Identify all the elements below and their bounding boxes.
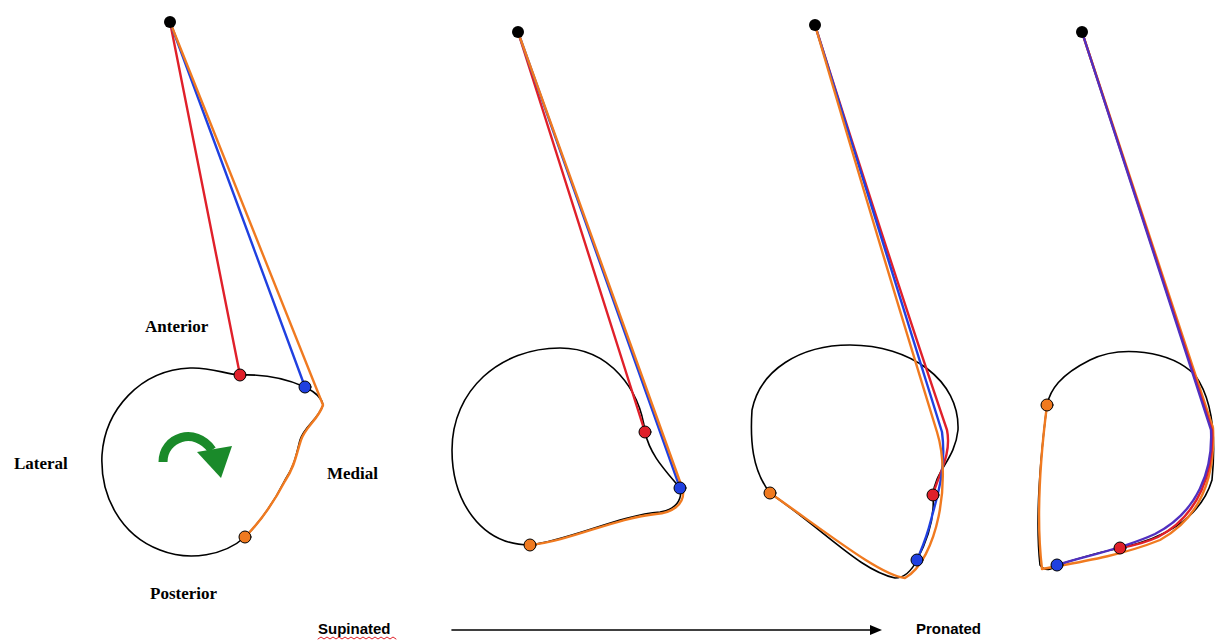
red-line	[518, 32, 645, 432]
orange-dot	[1041, 399, 1053, 411]
blue-dot	[1051, 559, 1063, 571]
red-dot	[1114, 542, 1126, 554]
spellcheck-squiggle	[318, 637, 396, 639]
blue-line	[1057, 32, 1211, 565]
position-label: Pronated	[916, 621, 981, 638]
direction-label: Posterior	[150, 585, 217, 604]
red-dot	[639, 426, 651, 438]
orange-dot	[764, 487, 776, 499]
orange-dot	[524, 539, 536, 551]
black-dot	[512, 26, 524, 38]
blue-dot	[911, 554, 923, 566]
orange-line	[1039, 32, 1213, 569]
orange-line	[518, 32, 683, 545]
red-line	[1082, 32, 1212, 548]
progression-arrow	[452, 629, 872, 631]
position-label: Supinated	[318, 621, 391, 638]
cross-section-outline	[751, 345, 958, 578]
cross-section-outline	[1038, 352, 1214, 570]
direction-label: Anterior	[145, 318, 208, 337]
black-dot	[809, 19, 821, 31]
progression-arrowhead	[870, 625, 882, 635]
orange-dot	[239, 531, 251, 543]
blue-dot	[299, 381, 311, 393]
red-dot	[927, 489, 939, 501]
blue-dot	[674, 482, 686, 494]
orange-line	[770, 25, 943, 578]
direction-label: Lateral	[14, 455, 68, 474]
blue-line	[815, 25, 943, 560]
black-dot	[164, 16, 176, 28]
direction-label: Medial	[327, 465, 378, 484]
rotation-arrowhead	[197, 446, 232, 478]
black-dot	[1076, 26, 1088, 38]
red-dot	[234, 369, 246, 381]
orange-line	[170, 22, 323, 537]
cross-section-outline	[102, 368, 323, 556]
